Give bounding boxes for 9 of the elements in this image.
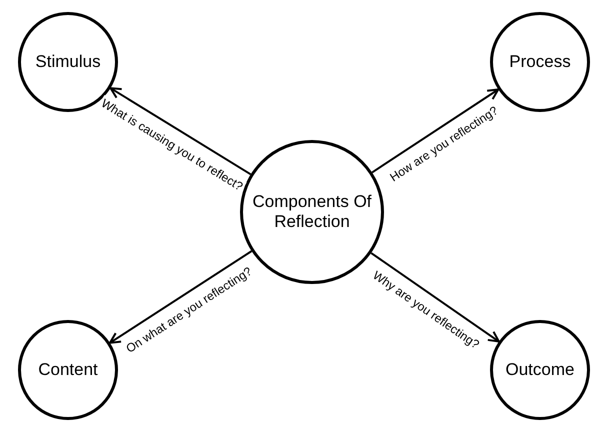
node-label: Outcome xyxy=(504,360,576,380)
node-label: Stimulus xyxy=(34,52,102,72)
node-label: Components Of Reflection xyxy=(251,192,373,232)
arrow xyxy=(110,87,252,176)
node-label: Process xyxy=(508,52,572,72)
arrow xyxy=(370,252,500,343)
arrow xyxy=(372,88,500,174)
arrow xyxy=(108,250,252,344)
node-label: Content xyxy=(37,360,99,380)
